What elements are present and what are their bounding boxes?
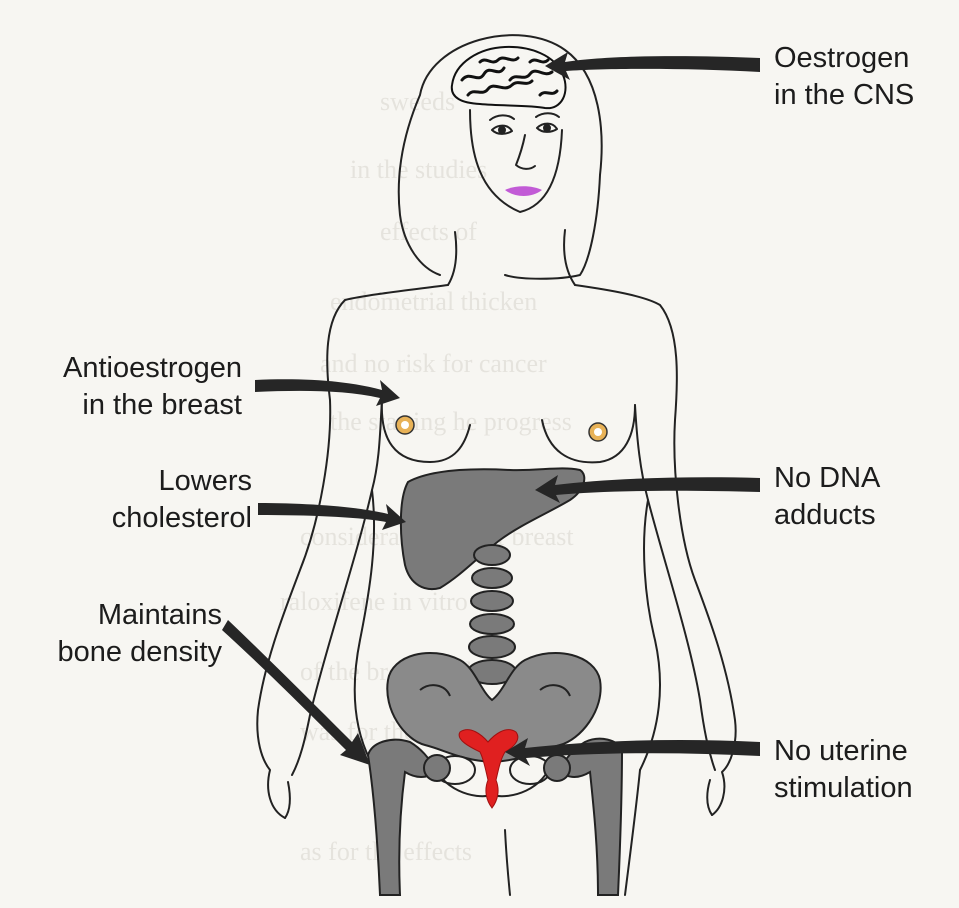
label-cns-line1: Oestrogen <box>774 40 914 77</box>
label-no-uterine-stimulation: No uterine stimulation <box>774 733 913 807</box>
spine <box>468 545 516 684</box>
label-cns-line2: in the CNS <box>774 77 914 114</box>
label-lowers-cholesterol: Lowers cholesterol <box>22 463 252 537</box>
svg-text:in the studies: in the studies <box>350 155 487 184</box>
label-dna-line2: adducts <box>774 497 880 534</box>
label-breast-line2: in the breast <box>22 387 242 424</box>
label-breast-line1: Antioestrogen <box>22 350 242 387</box>
label-dna-line1: No DNA <box>774 460 880 497</box>
label-oestrogen-cns: Oestrogen in the CNS <box>774 40 914 114</box>
svg-text:raloxifene in vitro: raloxifene in vitro <box>280 587 468 616</box>
arrow-cns <box>545 52 760 80</box>
svg-text:the starting he progress: the starting he progress <box>330 407 572 436</box>
label-maintains-bone-density: Maintains bone density <box>22 597 222 671</box>
label-uterus-line2: stimulation <box>774 770 913 807</box>
svg-text:endometrial thicken: endometrial thicken <box>330 287 537 316</box>
label-uterus-line1: No uterine <box>774 733 913 770</box>
label-cholesterol-line1: Lowers <box>22 463 252 500</box>
brain <box>452 47 566 108</box>
label-bone-line2: bone density <box>22 634 222 671</box>
label-antioestrogen-breast: Antioestrogen in the breast <box>22 350 242 424</box>
label-cholesterol-line2: cholesterol <box>22 500 252 537</box>
label-no-dna-adducts: No DNA adducts <box>774 460 880 534</box>
lips <box>505 186 542 196</box>
svg-text:and no risk for cancer: and no risk for cancer <box>320 349 547 378</box>
arrow-bone <box>222 620 370 765</box>
label-bone-line1: Maintains <box>22 597 222 634</box>
svg-text:effects of: effects of <box>380 217 477 246</box>
arrow-breast <box>255 379 400 406</box>
